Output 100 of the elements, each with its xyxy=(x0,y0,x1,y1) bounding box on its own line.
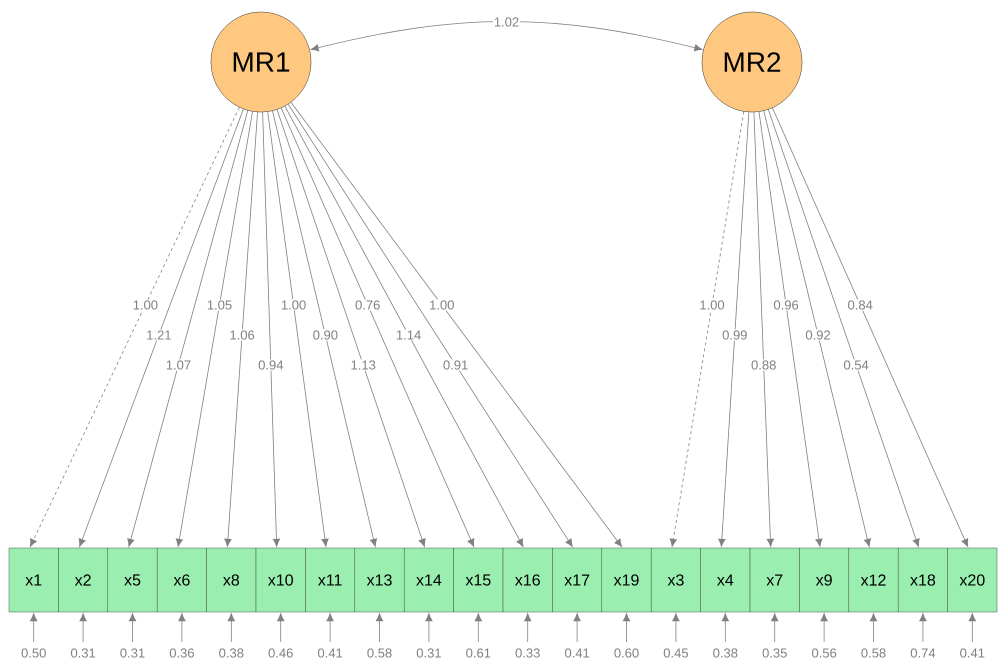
residual-arrow xyxy=(672,613,680,642)
edge-label: 0.38 xyxy=(218,647,245,659)
residual-arrow xyxy=(870,613,878,642)
residual-arrow xyxy=(376,613,384,642)
variable-box: x14 xyxy=(404,548,454,612)
edge-label: 0.61 xyxy=(464,647,492,659)
loading-arrow xyxy=(321,538,329,547)
loading-arrow xyxy=(176,538,183,547)
loading-arrow xyxy=(864,538,872,547)
variable-box: x3 xyxy=(651,548,701,612)
variable-box: x7 xyxy=(750,548,800,612)
edge-label: 0.36 xyxy=(168,647,196,659)
edge-label: 0.84 xyxy=(846,299,874,311)
variable-box: x12 xyxy=(848,548,898,612)
edge-label: 1.00 xyxy=(698,299,726,311)
edge-label: 0.96 xyxy=(772,299,800,311)
edge-label: 0.31 xyxy=(118,647,146,659)
loading-arrow xyxy=(30,538,37,547)
loading-arrow xyxy=(78,538,86,547)
edge-label: 1.07 xyxy=(164,359,192,371)
edge-label: 1.00 xyxy=(132,299,160,311)
edge-label: 0.74 xyxy=(909,647,937,659)
edge-label: 0.91 xyxy=(442,359,470,371)
loading-arrow xyxy=(670,538,677,547)
loading-arrow xyxy=(418,538,426,547)
loading-arrow xyxy=(272,538,280,547)
edge-label: 0.99 xyxy=(721,329,748,341)
edge-label: 0.31 xyxy=(415,647,443,659)
variable-box: x16 xyxy=(502,548,553,612)
edge-label: 0.54 xyxy=(842,359,870,371)
edge-label: 0.58 xyxy=(366,647,394,659)
loading-arrow xyxy=(912,538,920,547)
edge-label: 0.50 xyxy=(20,647,48,659)
variable-box: x9 xyxy=(799,548,849,612)
residual-arrow xyxy=(228,613,235,642)
edge-label: 1.00 xyxy=(428,299,456,311)
edge-label: 0.35 xyxy=(761,647,788,659)
variable-box: x18 xyxy=(898,548,948,612)
loading-arrow xyxy=(614,538,622,548)
loading-arrow xyxy=(127,538,134,547)
loading-arrow xyxy=(370,538,378,547)
edge-label: 0.76 xyxy=(354,299,382,311)
edge-label: 0.45 xyxy=(662,647,690,659)
loading-arrow xyxy=(961,538,968,547)
edge-label: 0.38 xyxy=(712,647,739,659)
edge-label: 1.14 xyxy=(394,330,422,340)
edge-label: 1.05 xyxy=(206,299,234,311)
edge-label: 0.94 xyxy=(257,359,284,371)
residual-arrow xyxy=(919,613,927,642)
residual-arrow xyxy=(722,613,729,642)
residual-arrow xyxy=(30,613,38,642)
residual-arrow xyxy=(820,613,828,642)
loading-arrow xyxy=(718,538,726,547)
variable-box: x2 xyxy=(58,548,108,612)
edge-label: 0.31 xyxy=(69,647,97,659)
edge-label: 0.46 xyxy=(267,647,294,659)
variable-box: x8 xyxy=(206,548,256,612)
edge-label: 1.02 xyxy=(492,16,520,28)
residual-arrow xyxy=(474,613,482,642)
residual-arrow xyxy=(573,613,581,642)
edge-label: 0.41 xyxy=(958,647,986,659)
variable-box: x20 xyxy=(947,548,998,612)
edge-label: 0.92 xyxy=(804,329,832,341)
edge-label: 1.21 xyxy=(145,329,172,341)
edge-label: 0.58 xyxy=(860,647,888,659)
residual-arrow xyxy=(524,613,532,642)
variable-box: x6 xyxy=(157,548,207,612)
edge-label: 0.90 xyxy=(312,329,339,341)
residual-arrow xyxy=(178,613,186,642)
variable-box: x4 xyxy=(700,548,750,612)
edge-label: 1.13 xyxy=(350,359,377,371)
residual-arrow xyxy=(968,613,976,642)
variable-box: x19 xyxy=(602,548,652,612)
residual-arrow xyxy=(622,613,630,642)
residual-arrow xyxy=(79,613,87,642)
residual-arrow xyxy=(277,613,284,642)
covariance-arrow xyxy=(310,21,702,52)
loading-arrow xyxy=(224,538,232,547)
edge-label: 0.88 xyxy=(750,359,778,371)
residual-arrow xyxy=(326,613,334,642)
variable-box: x17 xyxy=(552,548,602,612)
residual-arrow xyxy=(425,613,433,642)
variable-box: x5 xyxy=(108,548,158,612)
edge-label: 0.41 xyxy=(563,647,591,659)
edge-label: 0.60 xyxy=(612,647,640,659)
loading-arrow xyxy=(468,538,474,547)
loading-arrow xyxy=(815,538,823,547)
edge-label: 1.00 xyxy=(280,299,308,311)
variable-box: x10 xyxy=(256,548,306,612)
loading-arrow xyxy=(516,538,524,547)
variable-box: x13 xyxy=(354,548,404,612)
edge-label: 1.06 xyxy=(228,329,256,341)
loading-arrow xyxy=(565,538,573,548)
edge-label: 0.41 xyxy=(316,647,344,659)
loading-arrow xyxy=(766,538,774,547)
variable-box: x15 xyxy=(453,548,504,612)
edge-label: 0.56 xyxy=(810,647,838,659)
variable-box: x11 xyxy=(305,548,355,612)
residual-arrow xyxy=(128,613,136,642)
edge-label: 0.33 xyxy=(514,647,542,659)
